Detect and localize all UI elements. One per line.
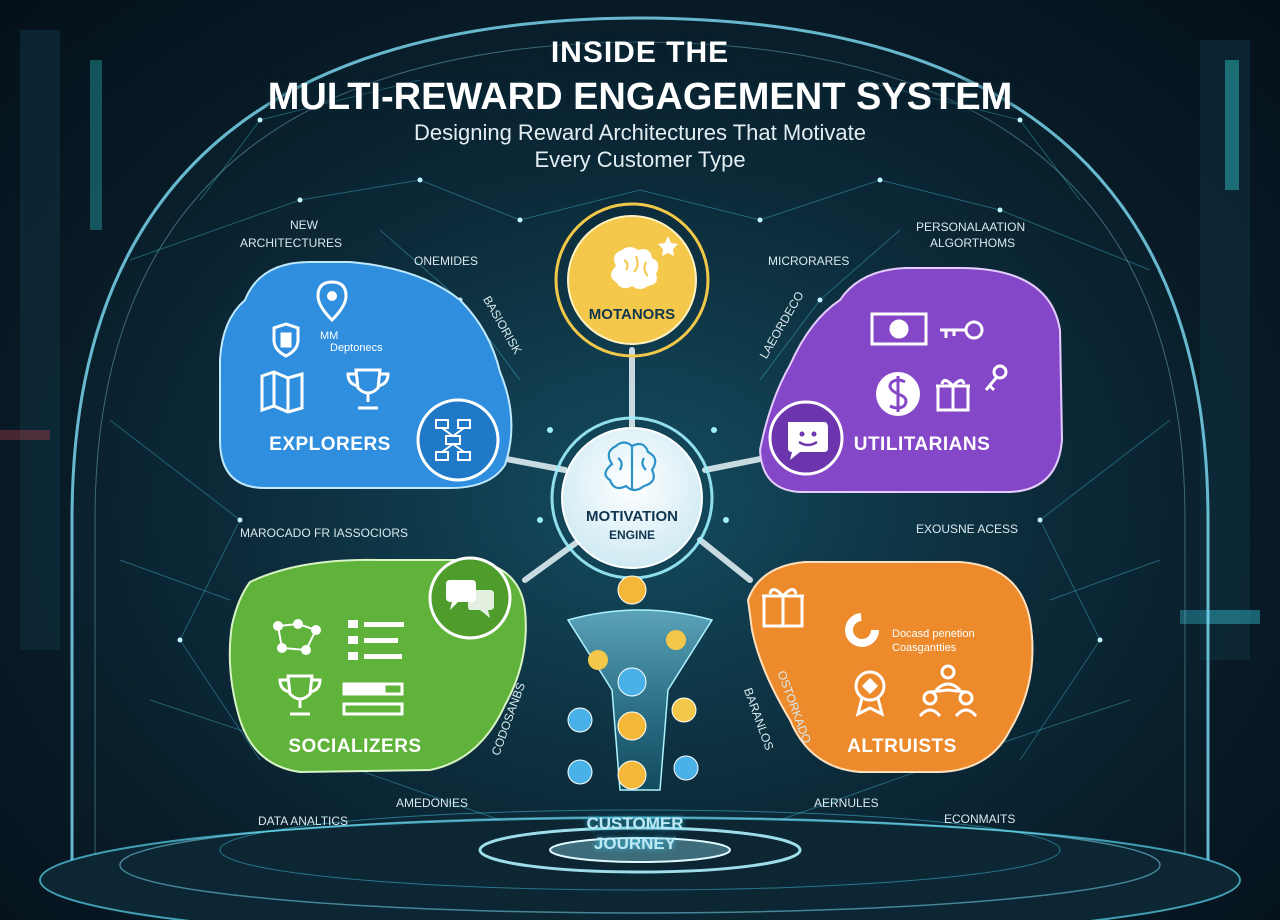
smiley-chat-icon — [788, 422, 828, 460]
chat-bubbles-icon — [446, 580, 494, 618]
shield-icon — [272, 322, 300, 358]
subtitle-line-1: Designing Reward Architectures That Moti… — [413, 120, 867, 145]
annotation-onemides: ONEMIDES — [414, 254, 479, 268]
annotation-new: NEW — [290, 218, 318, 232]
engine-label-line-2: ENGINE — [608, 528, 655, 542]
progress-bars-icon — [342, 682, 404, 716]
annotation-personalization: PERSONALAATION — [916, 220, 1026, 234]
title-line-2: MULTI-REWARD ENGAGEMENT SYSTEM — [267, 76, 1013, 118]
city-glow — [90, 60, 102, 230]
journey-line-1: CUSTOMER — [586, 814, 684, 833]
explorers-label: EXPLORERS — [269, 434, 391, 455]
altruists-label: ALTRUISTS — [847, 736, 957, 757]
engine-disc — [561, 427, 703, 569]
altruists-panel — [746, 561, 1034, 773]
annotation-econmaits: ECONMAITS — [944, 812, 1016, 826]
gift-icon — [762, 588, 804, 628]
city-glow — [1225, 60, 1239, 190]
motivators-label: MOTANORS — [588, 306, 676, 323]
brain-icon — [611, 247, 659, 289]
key-hand-icon — [984, 364, 1008, 392]
star-icon — [658, 236, 678, 256]
socializers-label: SOCIALIZERS — [288, 736, 422, 757]
flowchart-icon — [435, 419, 471, 461]
badge-icon — [854, 670, 886, 717]
engine-brain-icon — [604, 441, 657, 492]
reward-tokens — [567, 575, 699, 790]
annotation-exclusive-access: EXOUSNE ACESS — [916, 522, 1019, 536]
altruists-inner-text-1: Docasd penetion — [892, 628, 975, 640]
annotation-architectures: ARCHITECTURES — [240, 236, 343, 250]
annotation-data-analytics: DATA ANALTICS — [258, 814, 349, 828]
people-icon — [918, 664, 978, 718]
key-icon — [940, 320, 984, 340]
dollar-sign — [888, 376, 908, 412]
annotation-algorithms: ALGORTHOMS — [930, 236, 1016, 250]
explorers-inner-text-2: Deptonecs — [330, 342, 383, 354]
engine-label-line-1: MOTIVATION — [586, 508, 678, 525]
utilitarians-label: UTILITARIANS — [853, 434, 991, 455]
city-bar — [20, 30, 60, 650]
map-icon — [260, 370, 304, 414]
network-icon — [273, 619, 321, 655]
annotation-marocado: MAROCADO FR IASSOCIORS — [240, 526, 409, 540]
flowchart-badge — [416, 398, 500, 482]
trophy-icon — [346, 368, 390, 410]
orbit-dots — [537, 427, 729, 523]
motivators-circle — [554, 202, 710, 358]
donut-chart-icon — [845, 613, 879, 647]
annotation-microrares: MICRORARES — [768, 254, 850, 268]
trophy-icon — [278, 674, 322, 716]
subtitle-line-2: Every Customer Type — [534, 147, 746, 172]
annotation-aernules: AERNULES — [814, 796, 879, 810]
banknote-icon — [870, 312, 928, 346]
title-line-1: INSIDE THE — [550, 36, 730, 69]
altruists-inner-text-2: Coasgantties — [892, 642, 957, 654]
dome-inner-arc — [94, 41, 1186, 880]
list-icon — [348, 620, 404, 660]
pedestal — [39, 809, 1241, 920]
gift-icon — [936, 379, 970, 412]
explorers-inner-text-1: MM — [320, 330, 339, 342]
city-glow — [0, 430, 50, 440]
annotation-amedonies: AMEDONIES — [396, 796, 469, 810]
journey-line-2: JOURNEY — [593, 834, 677, 853]
location-pin-icon — [316, 280, 348, 323]
